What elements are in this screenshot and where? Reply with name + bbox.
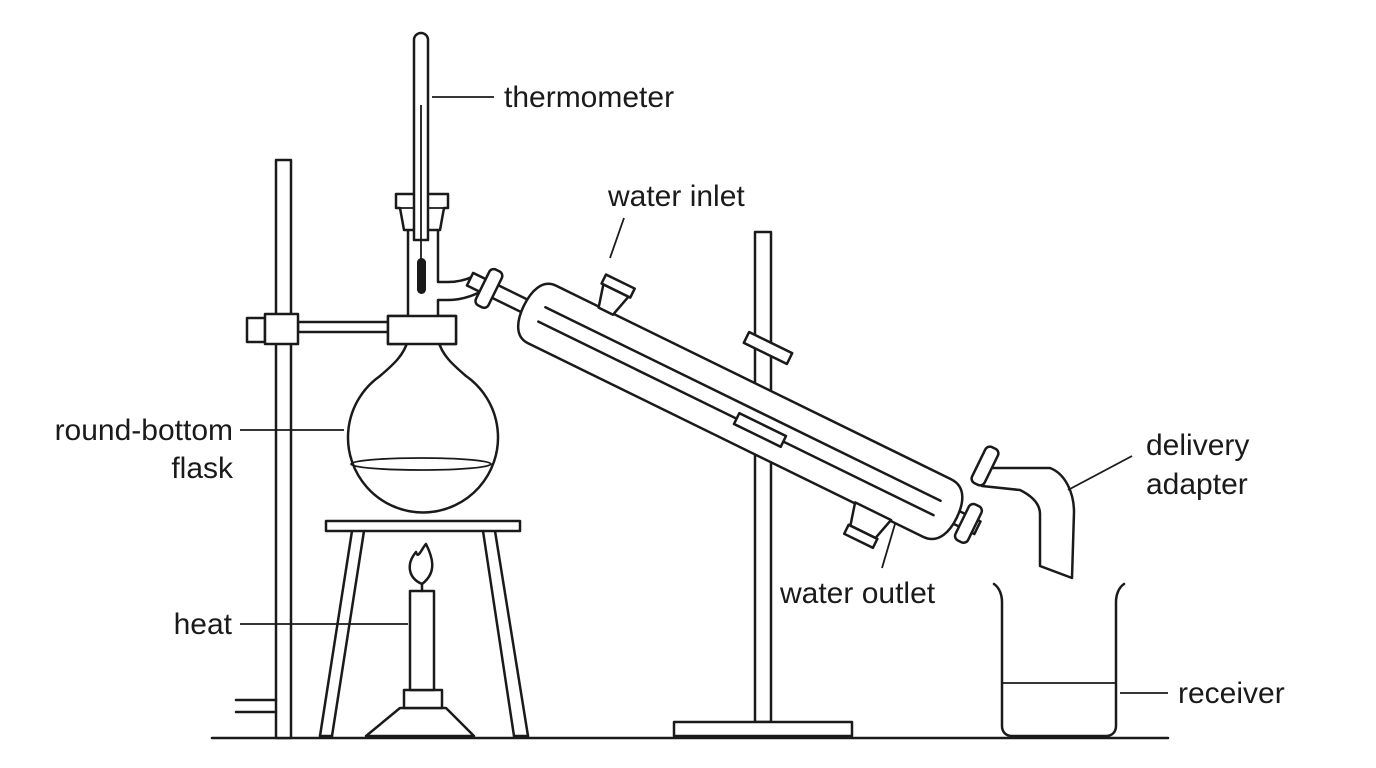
liebig-condenser: [465, 267, 984, 550]
delivery-adapter-leader: [1067, 455, 1133, 491]
water-inlet-label: water inlet: [607, 180, 745, 213]
water-outlet-label: water outlet: [779, 577, 936, 610]
heat-label: heat: [174, 608, 233, 641]
flask-clamp-jaw: [386, 314, 458, 346]
delivery-adapter: [980, 466, 1076, 580]
delivery-adapter-label-line2: adapter: [1146, 468, 1248, 501]
water-inlet-leader: [609, 217, 625, 259]
tripod: [318, 519, 530, 738]
receiver-beaker: [992, 582, 1126, 738]
burner: [364, 542, 476, 738]
thermometer-label: thermometer: [504, 81, 674, 114]
water-outlet-leader: [881, 523, 896, 569]
adapter-joint-collar: [970, 445, 1000, 487]
receiver-label: receiver: [1178, 677, 1285, 710]
thermometer: [412, 31, 430, 294]
condenser-clamp: [732, 330, 794, 449]
round-bottom-flask-label-line2: flask: [171, 452, 234, 485]
flame-icon: [408, 542, 434, 586]
round-bottom-flask: [346, 208, 500, 514]
round-bottom-flask-label-line1: round-bottom: [55, 414, 233, 447]
delivery-adapter-label-line1: delivery: [1146, 429, 1249, 462]
